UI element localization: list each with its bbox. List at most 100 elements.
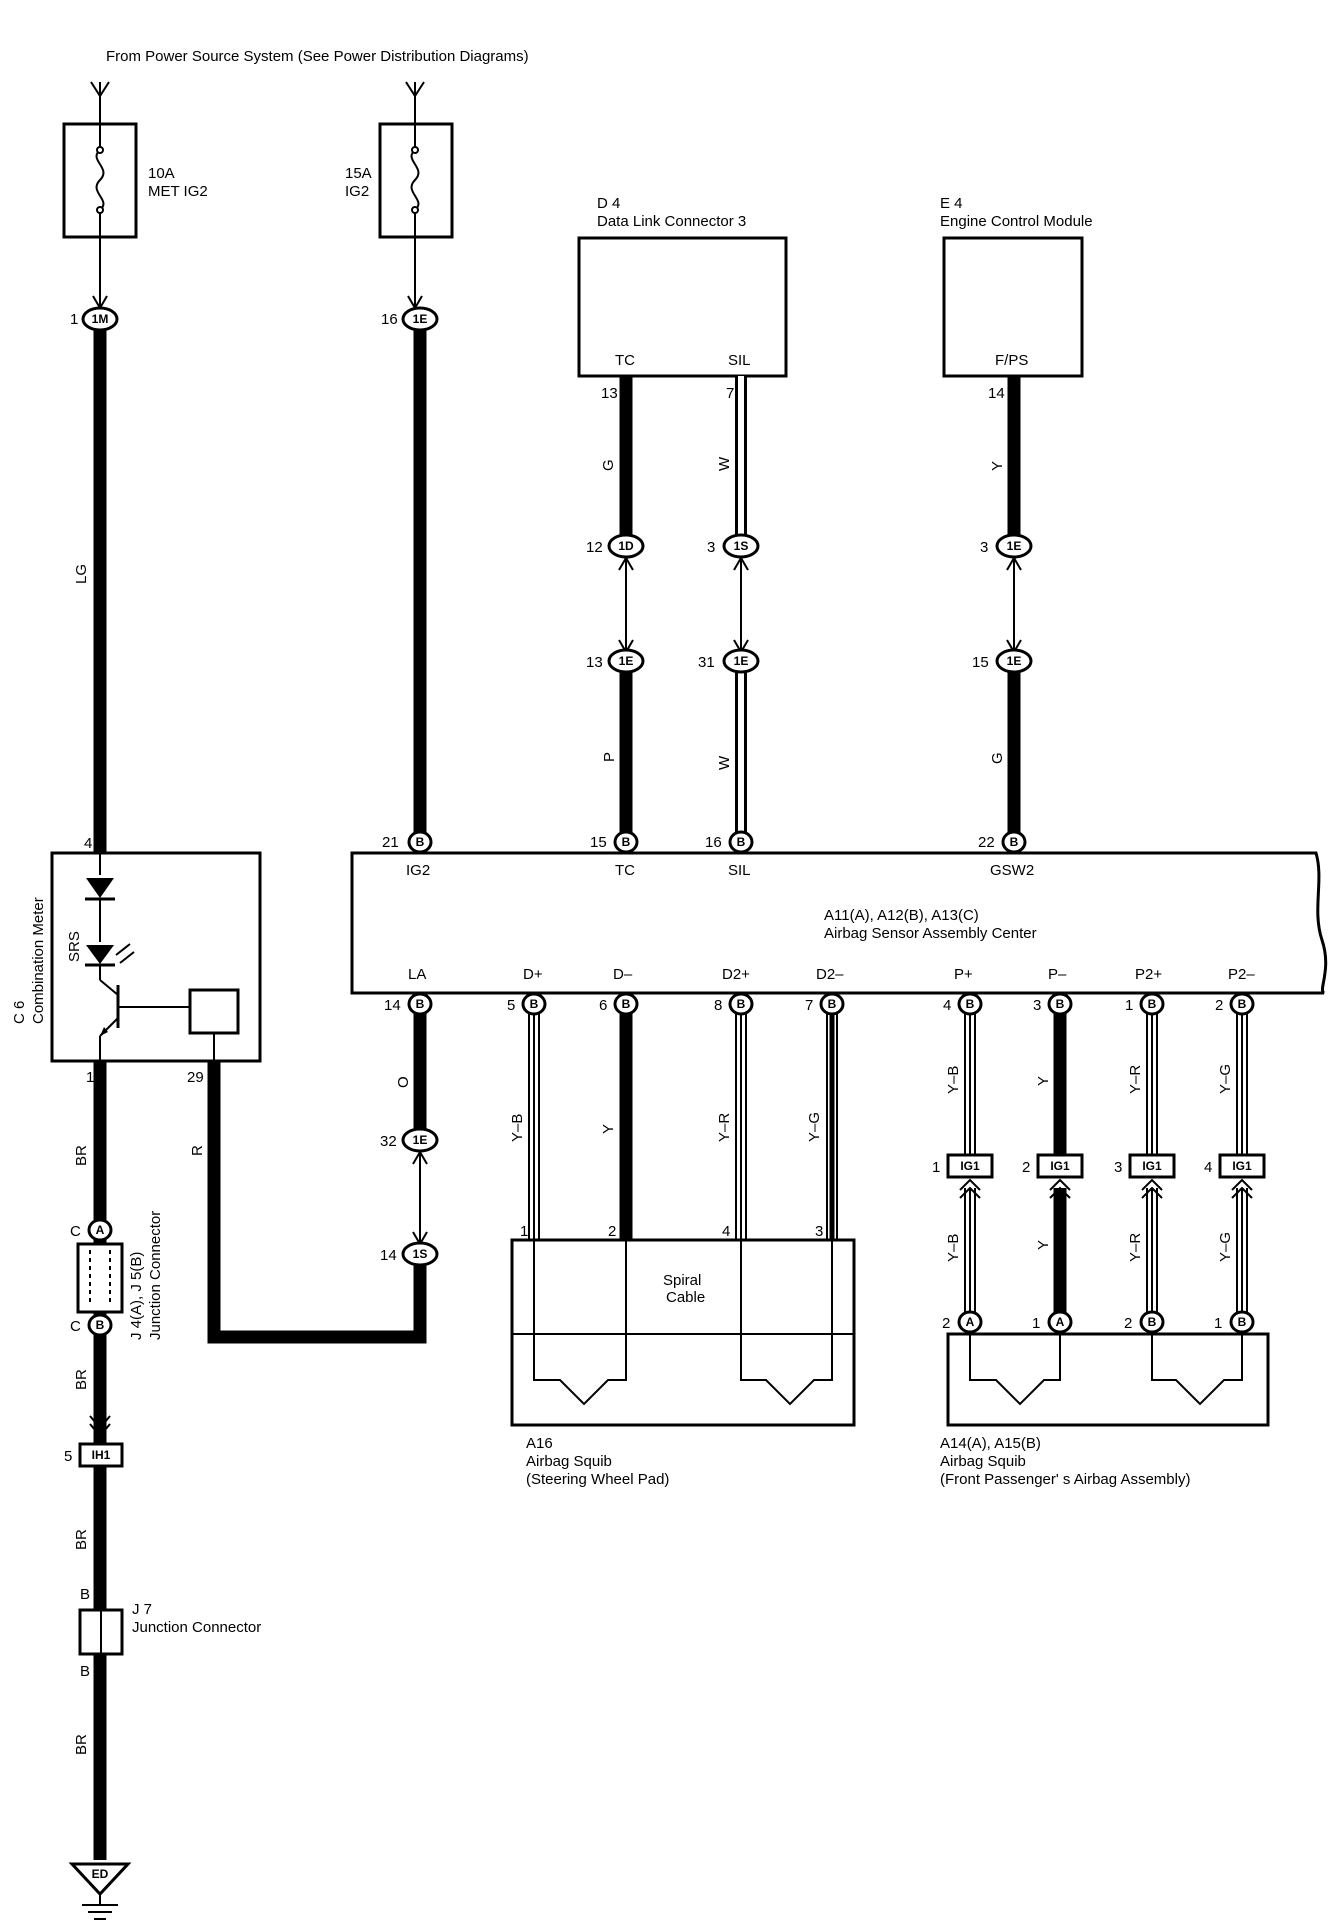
- connector-ih1: [78, 1442, 124, 1468]
- svg-text:3: 3: [1033, 997, 1041, 1014]
- svg-text:3: 3: [707, 539, 715, 556]
- svg-text:B: B: [622, 997, 631, 1011]
- fuse-2-name: IG2: [345, 183, 369, 200]
- svg-text:8: 8: [714, 997, 722, 1014]
- svg-text:P2+: P2+: [1135, 966, 1162, 983]
- svg-text:BR: BR: [73, 1734, 90, 1755]
- svg-text:IH1: IH1: [92, 1448, 111, 1462]
- svg-text:D+: D+: [523, 966, 543, 983]
- connector-1m: [81, 306, 119, 332]
- svg-text:Y–G: Y–G: [1217, 1064, 1234, 1094]
- svg-text:2: 2: [1215, 997, 1223, 1014]
- svg-text:B: B: [1238, 997, 1247, 1011]
- svg-text:B: B: [80, 1586, 90, 1603]
- svg-text:F/PS: F/PS: [995, 352, 1028, 369]
- svg-text:15: 15: [590, 834, 607, 851]
- svg-text:B: B: [737, 997, 746, 1011]
- svg-text:B: B: [80, 1663, 90, 1680]
- svg-text:C: C: [70, 1318, 81, 1335]
- svg-text:LA: LA: [408, 966, 426, 983]
- j4j5-code: J 4(A), J 5(B): [128, 1252, 145, 1340]
- connector-1s-14: [401, 1241, 439, 1267]
- spiral-cable-airbag-squib-a16: [510, 1238, 856, 1427]
- svg-text:2: 2: [1022, 1159, 1030, 1176]
- svg-text:Y: Y: [600, 1124, 617, 1134]
- svg-text:Y–R: Y–R: [1127, 1233, 1144, 1262]
- svg-text:Y: Y: [1035, 1240, 1052, 1250]
- svg-text:4: 4: [84, 835, 92, 852]
- svg-text:BR: BR: [73, 1145, 90, 1166]
- svg-text:P2–: P2–: [1228, 966, 1255, 983]
- transistor-icon: [99, 979, 190, 1061]
- svg-text:1: 1: [1032, 1315, 1040, 1332]
- connector-ig1-2: [1036, 1153, 1084, 1179]
- svg-text:1E: 1E: [413, 312, 428, 326]
- svg-text:7: 7: [726, 385, 734, 402]
- svg-text:4: 4: [943, 997, 951, 1014]
- svg-text:IG1: IG1: [1232, 1159, 1252, 1173]
- fuse-met-ig2: [62, 122, 138, 239]
- svg-text:BR: BR: [73, 1529, 90, 1550]
- svg-text:12: 12: [586, 539, 603, 556]
- svg-text:1: 1: [86, 1069, 94, 1086]
- svg-text:14: 14: [384, 997, 401, 1014]
- junction-connector-j4-j5: [76, 1242, 124, 1314]
- connector-1e-31: [722, 648, 760, 674]
- center-name: Airbag Sensor Assembly Center: [824, 925, 1037, 942]
- svg-text:A: A: [96, 1223, 105, 1237]
- svg-text:B: B: [737, 835, 746, 849]
- svg-text:1: 1: [520, 1223, 528, 1240]
- svg-text:P+: P+: [954, 966, 973, 983]
- svg-text:SIL: SIL: [728, 862, 751, 879]
- svg-text:29: 29: [187, 1069, 204, 1086]
- fuse-1-rating: 10A: [148, 165, 175, 182]
- svg-text:5: 5: [64, 1448, 72, 1465]
- svg-text:G: G: [600, 459, 617, 471]
- svg-text:13: 13: [586, 654, 603, 671]
- svg-text:Y–B: Y–B: [945, 1234, 962, 1262]
- svg-text:1M: 1M: [92, 312, 109, 326]
- wire-label-b: B: [411, 574, 428, 584]
- svg-text:1S: 1S: [413, 1247, 428, 1261]
- srs-label: SRS: [66, 931, 83, 962]
- svg-text:5: 5: [507, 997, 515, 1014]
- connector-1e-13: [607, 648, 645, 674]
- svg-text:A: A: [1056, 1315, 1065, 1329]
- svg-text:14: 14: [380, 1247, 397, 1264]
- power-arrow-1: [90, 81, 110, 124]
- connector-ig1-4: [1218, 1153, 1266, 1179]
- connector-1e-16: [401, 306, 439, 332]
- c6-code: C 6: [11, 1001, 28, 1024]
- svg-text:IG1: IG1: [1142, 1159, 1162, 1173]
- svg-text:R: R: [189, 1145, 206, 1156]
- svg-text:1E: 1E: [413, 1133, 428, 1147]
- svg-text:W: W: [716, 755, 733, 770]
- center-code: A11(A), A12(B), A13(C): [824, 907, 979, 924]
- passenger-airbag-squib-a14-a15: [946, 1332, 1270, 1427]
- d4-code: D 4: [597, 195, 620, 212]
- data-link-connector-3: [577, 236, 788, 378]
- a14-code: A14(A), A15(B): [940, 1435, 1041, 1452]
- svg-text:2: 2: [1124, 1315, 1132, 1332]
- svg-text:TC: TC: [615, 862, 635, 879]
- svg-text:BR: BR: [73, 1369, 90, 1390]
- led-icon: [85, 943, 135, 980]
- svg-text:B: B: [1148, 1315, 1157, 1329]
- a16-name: Airbag Squib: [526, 1453, 612, 1470]
- wire-label-lg: LG: [73, 564, 90, 584]
- svg-text:22: 22: [978, 834, 995, 851]
- svg-text:6: 6: [599, 997, 607, 1014]
- svg-text:7: 7: [805, 997, 813, 1014]
- a14-detail: (Front Passenger' s Airbag Assembly): [940, 1471, 1190, 1488]
- svg-text:B: B: [1148, 997, 1157, 1011]
- svg-text:Y–R: Y–R: [716, 1113, 733, 1142]
- svg-text:C: C: [70, 1223, 81, 1240]
- svg-text:16: 16: [381, 311, 398, 328]
- svg-text:P: P: [601, 752, 618, 762]
- a16-code: A16: [526, 1435, 553, 1452]
- svg-text:1S: 1S: [734, 539, 749, 553]
- svg-text:2: 2: [942, 1315, 950, 1332]
- svg-text:2: 2: [608, 1223, 616, 1240]
- fuse-ig2: [378, 122, 454, 239]
